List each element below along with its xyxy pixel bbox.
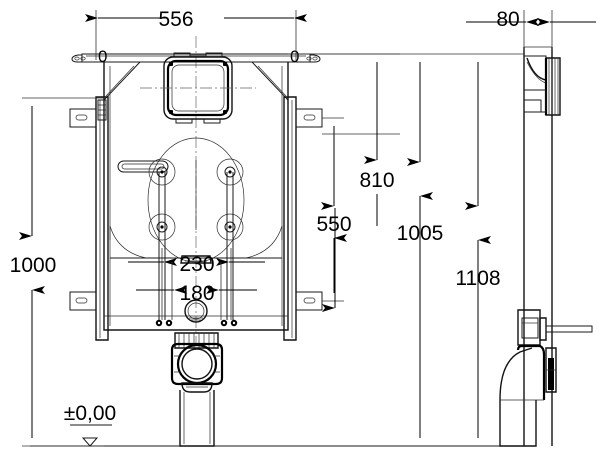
water-inlet-port (184, 299, 208, 323)
wall-bracket-left-lower (70, 292, 96, 310)
outlet-collar (180, 255, 212, 264)
wall-bracket-left-upper (70, 109, 96, 127)
dimension-label-1005: 1005 (397, 222, 444, 245)
right-frame-leg (283, 96, 297, 341)
wall-bracket-right-upper (296, 109, 322, 127)
inner-tank-outline (147, 137, 245, 263)
dimension-180 (136, 262, 257, 320)
bottom-anchor-points (155, 319, 238, 327)
flush-plate-opening (140, 53, 256, 123)
dimension-230 (128, 248, 265, 320)
dimension-1000 (19, 97, 104, 447)
inspection-slot (118, 161, 168, 172)
datum-label: ±0,00 (64, 402, 116, 425)
threaded-rod-right (216, 158, 244, 320)
rail-mark-right: 0 (290, 47, 299, 66)
wall-bracket-right-lower (296, 292, 322, 310)
side-view-body-outline (523, 47, 553, 446)
dimension-label-556: 556 (158, 8, 193, 31)
front-view-group: 0 0 (30, 36, 520, 447)
datum-symbol (70, 425, 112, 446)
side-actuator-nose (524, 56, 561, 116)
dimensions-group (19, 10, 596, 447)
drain-elbow (170, 332, 224, 447)
dimension-label-810: 810 (359, 169, 394, 192)
dimension-label-550: 550 (316, 213, 351, 236)
side-outlet-detail (499, 309, 592, 447)
dimension-label-180: 180 (179, 282, 214, 305)
dimension-80 (466, 10, 596, 50)
threaded-rod-left (148, 158, 176, 320)
top-mounting-rail: 0 0 (72, 47, 320, 66)
dimension-label-80: 80 (496, 8, 519, 31)
rail-mark-left: 0 (98, 47, 107, 66)
left-frame-leg (95, 96, 109, 341)
cistern-body (103, 62, 289, 331)
dimension-label-1000: 1000 (10, 254, 57, 277)
side-view-group (499, 46, 592, 447)
dimension-label-1108: 1108 (455, 267, 500, 290)
dimension-label-230: 230 (179, 253, 214, 276)
dimension-556 (85, 10, 307, 60)
dimension-1005 (288, 53, 440, 438)
dimension-1108 (440, 53, 524, 438)
dimension-550 (321, 117, 347, 302)
